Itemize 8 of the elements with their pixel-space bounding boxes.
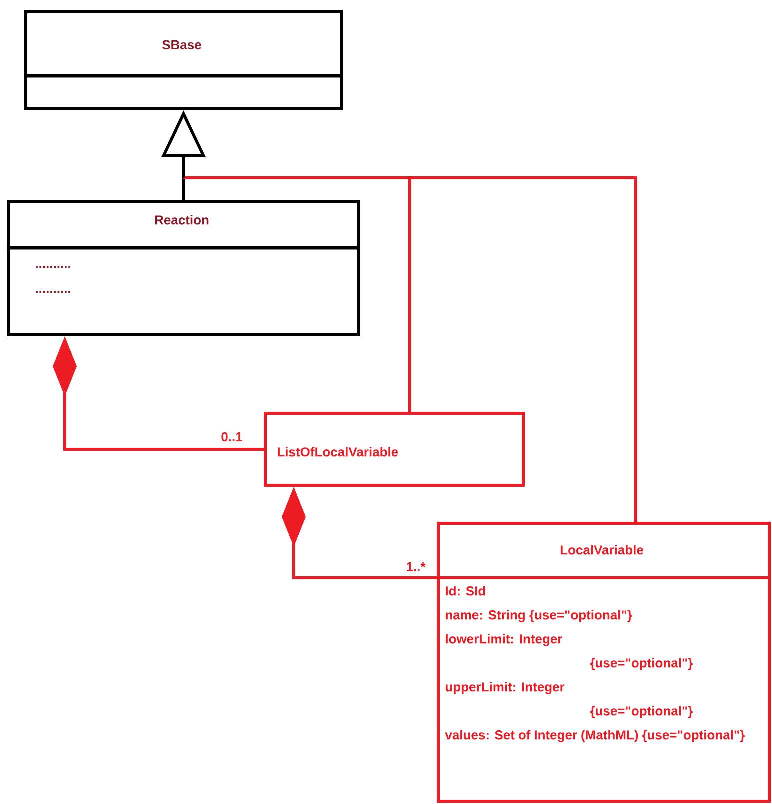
connector-line xyxy=(184,176,638,522)
class-box: SBase xyxy=(24,10,344,110)
class-box: LocalVariable Id: SId name: String {use="optional"} lowerLimit: Integer {use="optional"} upperLimit: Integer {use="optional"} values: Set of Integer (MathML) {use="optional"} xyxy=(437,522,771,803)
class-box: ListOfLocalVariable xyxy=(264,412,525,487)
class-box: Reaction .......... .......... xyxy=(7,200,360,336)
multiplicity-label: 1..* xyxy=(405,562,427,572)
connector-line xyxy=(182,178,186,200)
multiplicity-label: 0..1 xyxy=(220,431,244,443)
